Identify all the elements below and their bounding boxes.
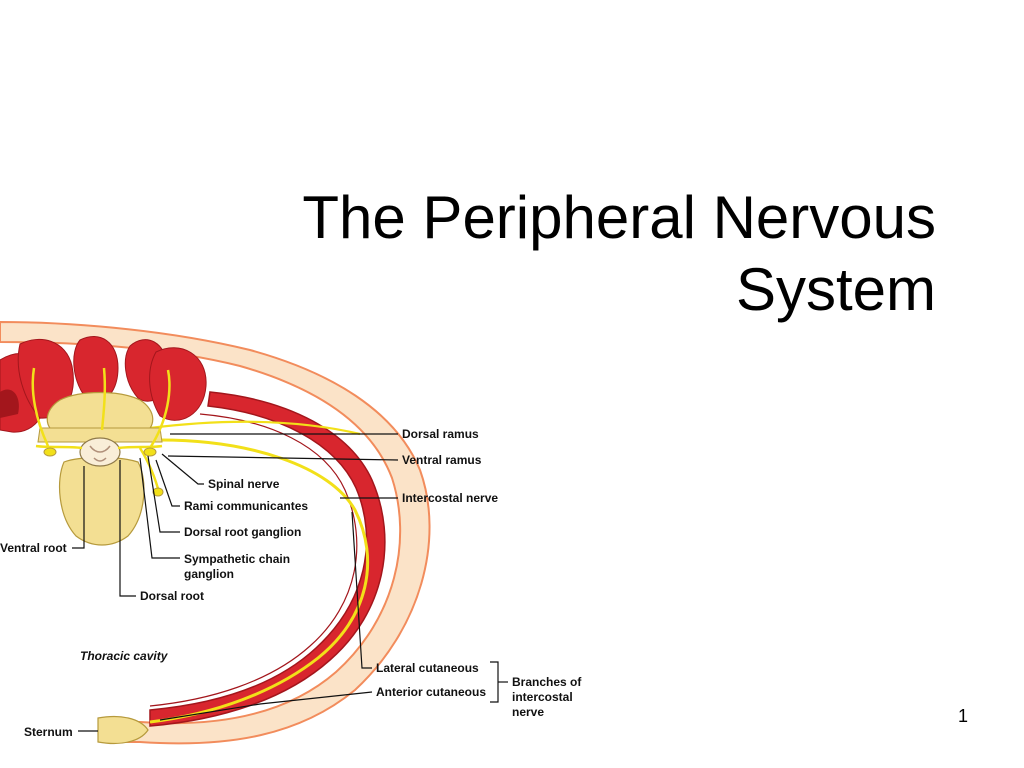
inner-muscle-line xyxy=(149,413,358,707)
vertebral-body xyxy=(58,456,145,546)
slide-number: 1 xyxy=(957,706,968,726)
label-spinal-nerve: Spinal nerve xyxy=(208,477,280,491)
dorsal-ramus-branch xyxy=(149,420,361,436)
label-ventral-ramus: Ventral ramus xyxy=(402,453,482,467)
vertebra xyxy=(37,391,163,546)
intercostal-nerve-line xyxy=(149,438,370,724)
sternum-bone xyxy=(97,715,149,745)
label-dorsal-ramus: Dorsal ramus xyxy=(402,427,479,441)
vertebral-arch xyxy=(46,391,154,437)
nerve-roots xyxy=(31,367,171,497)
intercostal-muscle-wall xyxy=(149,391,386,727)
label-sympathetic-chain-1: Sympathetic chain xyxy=(184,552,290,566)
label-thoracic-cavity: Thoracic cavity xyxy=(80,649,169,663)
label-branches-2: intercostal xyxy=(512,690,573,704)
label-rami-communicantes: Rami communicantes xyxy=(184,499,308,513)
label-branches-3: nerve xyxy=(512,705,544,719)
label-intercostal-nerve: Intercostal nerve xyxy=(402,491,498,505)
label-branches-1: Branches of xyxy=(512,675,582,689)
slide-title-line-2: System xyxy=(735,256,936,323)
transverse-process xyxy=(37,427,163,443)
label-ventral-root: Ventral root xyxy=(0,541,67,555)
back-muscles xyxy=(0,336,207,433)
diagram-labels: Dorsal ramus Ventral ramus Intercostal n… xyxy=(0,427,582,739)
label-dorsal-root: Dorsal root xyxy=(140,589,204,603)
label-anterior-cutaneous: Anterior cutaneous xyxy=(376,685,486,699)
label-sympathetic-chain-2: ganglion xyxy=(184,567,234,581)
label-sternum: Sternum xyxy=(24,725,73,739)
label-dorsal-root-ganglion: Dorsal root ganglion xyxy=(184,525,301,539)
ganglia xyxy=(43,447,164,497)
label-lateral-cutaneous: Lateral cutaneous xyxy=(376,661,479,675)
slide-title: The Peripheral Nervous System xyxy=(176,182,936,326)
slide-title-line-1: The Peripheral Nervous xyxy=(302,184,936,251)
leader-lines xyxy=(72,433,508,732)
